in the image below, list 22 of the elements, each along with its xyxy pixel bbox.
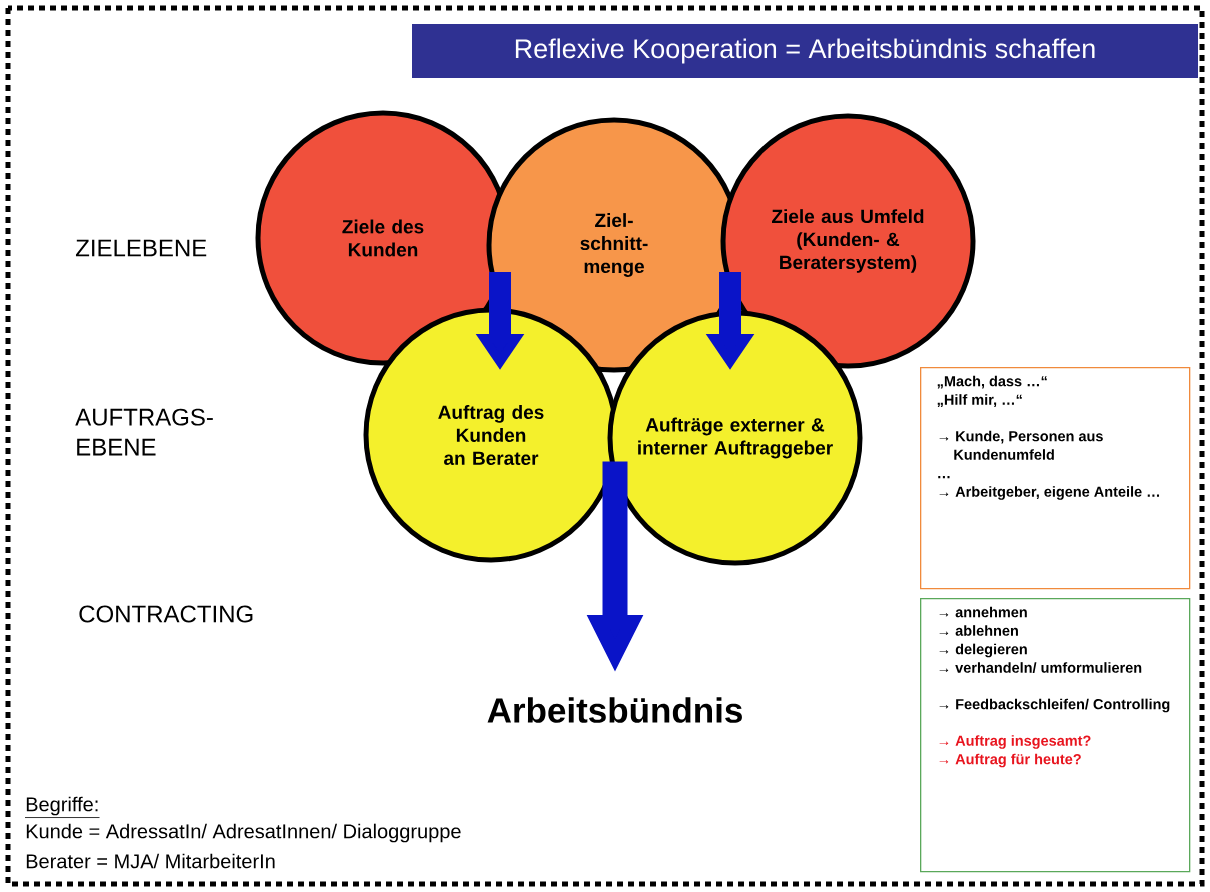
list-item: „Hilf mir, …“ — [937, 394, 1022, 407]
list-item: → Feedbackschleifen/ Controlling — [939, 698, 1170, 713]
list-item: → Auftrag insgesamt? — [939, 735, 1091, 749]
text-box — [920, 367, 1191, 590]
list-item: → Kunde, Personen aus Kundenumfeld — [939, 430, 1103, 460]
list-item: → ablehnen — [939, 625, 1018, 636]
title-banner: Reflexive Kooperation = Arbeitsbündnis schaffen — [412, 24, 1198, 78]
list-item: … — [938, 476, 950, 479]
definition-text: Berater = MJA/ MitarbeiterIn — [26, 853, 275, 869]
result-label: Arbeitsbündnis — [487, 697, 742, 723]
list-item: → delegieren — [939, 643, 1027, 658]
level-label: AUFTRAGS- EBENE — [75, 408, 213, 456]
heading-underlined: Begriffe: — [24, 796, 100, 818]
list-item: → Arbeitgeber, eigene Anteile … — [939, 486, 1159, 500]
list-item: → verhandeln/ umformulieren — [939, 662, 1142, 673]
definition-text: Kunde = AdressatIn/ AdresatInnen/ Dialoggruppe — [26, 823, 461, 843]
level-label: ZIELEBENE — [75, 239, 207, 257]
text-box — [920, 598, 1191, 873]
list-item: „Mach, dass …“ — [937, 375, 1047, 389]
level-label: CONTRACTING — [79, 605, 253, 623]
list-item: → Auftrag für heute? — [939, 753, 1081, 768]
list-item: → annehmen — [939, 606, 1027, 618]
